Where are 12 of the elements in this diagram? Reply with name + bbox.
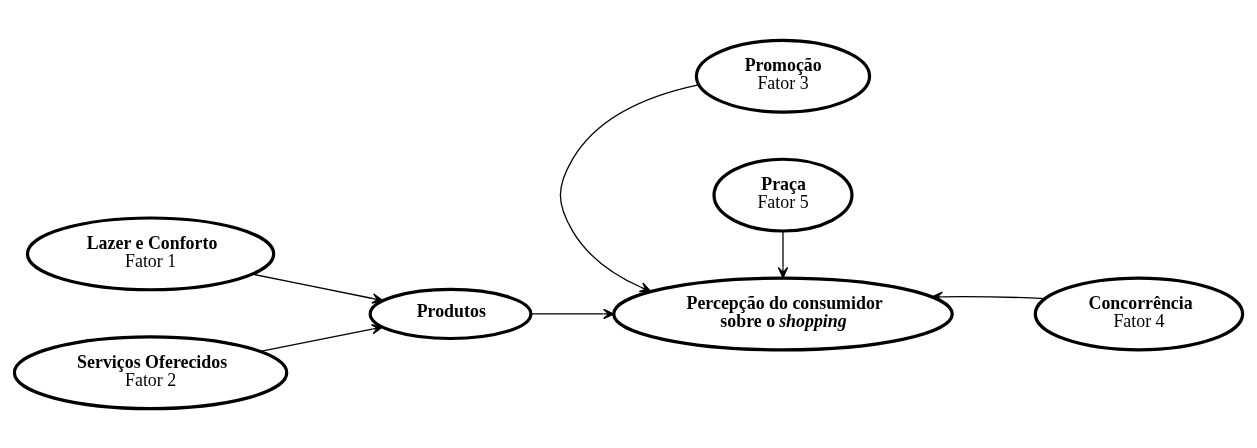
- arrow: [777, 230, 789, 278]
- node-ellipse: Promoção Fator 3: [694, 38, 872, 114]
- arrow: [259, 323, 383, 352]
- arrow: [931, 291, 1046, 302]
- arrow: [559, 83, 700, 292]
- node-ellipse: Percepção do consumidor sobre o shopping: [612, 276, 954, 351]
- node-ellipse: Lazer e Conforto Fator 1: [25, 215, 276, 291]
- arrow: [251, 273, 384, 304]
- node-ellipse: Concorrência Fator 4: [1033, 276, 1245, 351]
- node-ellipse: Serviços Oferecidos Fator 2: [12, 334, 289, 410]
- node-ellipse: Praça Fator 5: [712, 157, 854, 233]
- arrow: [530, 308, 615, 319]
